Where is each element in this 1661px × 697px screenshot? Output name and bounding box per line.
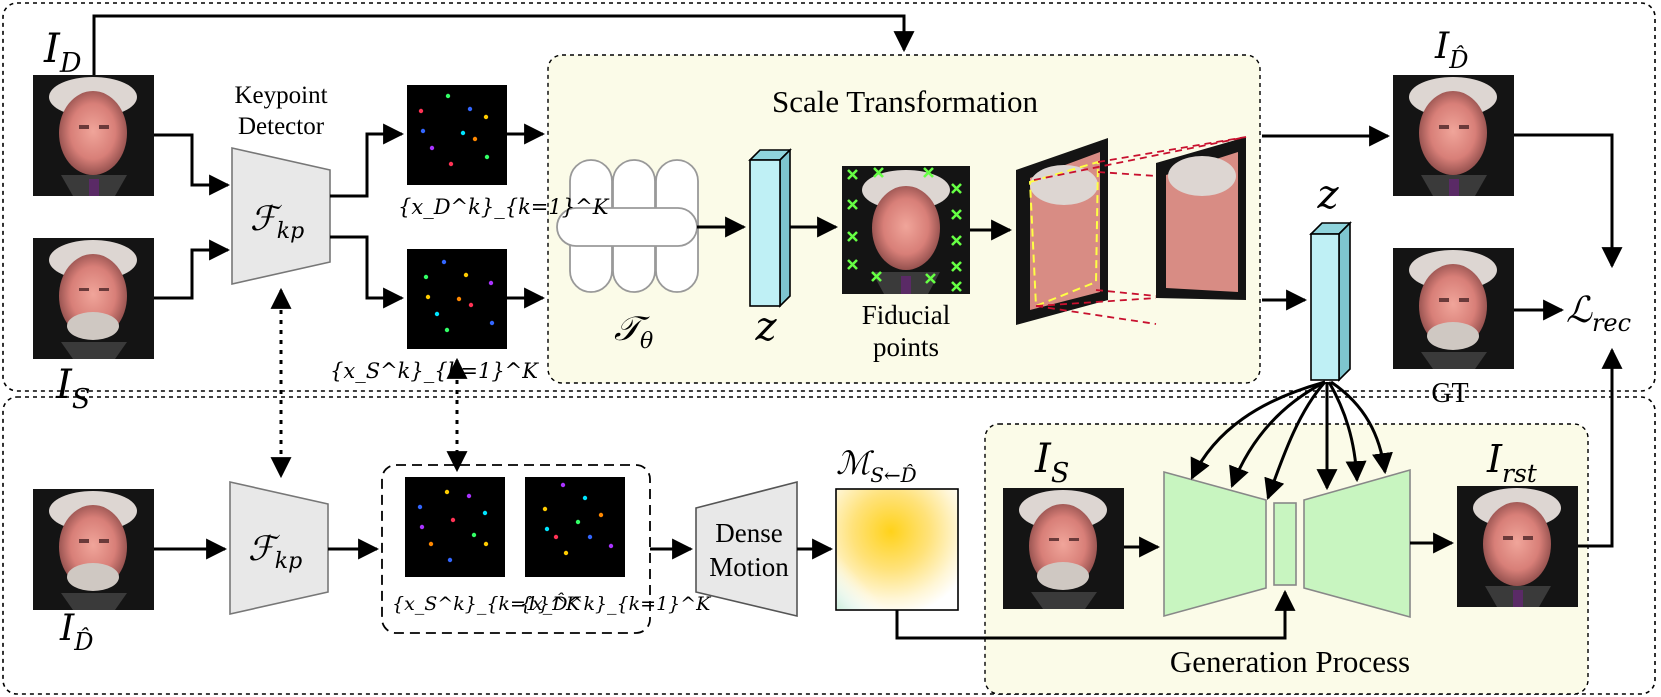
z-latent-bar-right [1309, 221, 1352, 382]
keypoint-dot [445, 93, 451, 99]
label-output-dhat: ID̂ [1434, 26, 1468, 74]
keypoint-detector-line1: Keypoint [234, 82, 327, 109]
keypoint-detector-top [231, 147, 331, 285]
fiducial-label-line2: points [873, 332, 939, 362]
face-image-output-dhat [1393, 75, 1514, 196]
keypoint-dot [463, 272, 469, 278]
fkp-label-bottom: ℱkp [248, 529, 302, 574]
keypoint-dot [456, 296, 462, 302]
keypoint-dot [483, 541, 489, 547]
keypoint-dot [484, 154, 490, 160]
label-gt: GT [1431, 378, 1468, 409]
scale-panel-title: Scale Transformation [772, 84, 1039, 119]
keypoint-dot [563, 550, 569, 556]
keypoint-dot [419, 524, 425, 530]
keypoint-map-source [407, 249, 507, 349]
keypoint-dot [544, 526, 550, 532]
generator-network [1163, 468, 1411, 619]
loss-label: ℒrec [1566, 290, 1631, 337]
label-result: Irst [1486, 437, 1538, 488]
keypoint-map-driving [407, 85, 507, 185]
fiducial-label-line1: Fiducial [862, 300, 951, 330]
bottom-section-frame [2, 396, 1656, 695]
kp-driving-set-label: {x_D^k}_{k=1}^K [398, 195, 610, 219]
keypoint-dot [425, 294, 431, 300]
dense-motion-line1: Dense [715, 518, 782, 548]
kp-source-set-label: {x_S^k}_{k=1}^K [330, 359, 539, 383]
keypoint-dot [466, 493, 472, 499]
kp-bottom-dhat-set-label: {x_D̂^k}_{k=1}^K [520, 593, 712, 615]
face-image-driving [33, 75, 154, 196]
t-theta-transform-icon [556, 159, 699, 293]
keypoint-dot [483, 114, 489, 120]
keypoint-dot [575, 519, 581, 525]
dense-motion-line2: Motion [709, 552, 789, 582]
warped-face-crop [1156, 137, 1246, 300]
keypoint-dot [489, 320, 495, 326]
keypoint-dot [467, 106, 473, 112]
keypoint-dot [553, 534, 559, 540]
keypoint-dot [444, 327, 450, 333]
keypoint-dot [423, 274, 429, 280]
keypoint-dot [441, 259, 447, 265]
z-label-right: z [1316, 172, 1339, 218]
face-image-bottom-input [33, 489, 154, 610]
keypoint-detector-line2: Detector [238, 113, 325, 140]
keypoint-dot [560, 482, 566, 488]
kp-bottom-source-set-label: {x_S^k}_{k=1}^K [392, 593, 582, 615]
keypoint-map-bottom-source [405, 477, 505, 577]
keypoint-dot [460, 130, 466, 136]
projection-lines [1033, 136, 1247, 325]
z-label-top: z [754, 304, 777, 350]
dense-motion-module [695, 480, 798, 618]
z-latent-bar-top [748, 148, 792, 308]
fiducial-points-image [842, 166, 970, 294]
label-driving: ID [43, 26, 82, 79]
keypoint-dot [582, 495, 588, 501]
fiducial-markers [847, 167, 962, 292]
dense-motion-map [835, 488, 959, 611]
keypoint-dot [482, 510, 488, 516]
keypoint-dot [450, 517, 456, 523]
warped-face-grid [1016, 138, 1108, 325]
keypoint-dot [444, 489, 450, 495]
face-image-source [33, 238, 154, 359]
label-gen-source: IS [1034, 436, 1069, 489]
keypoint-dot [598, 512, 604, 518]
keypoint-dot [488, 280, 494, 286]
fkp-label-top: ℱkp [250, 199, 304, 244]
keypoint-dot [587, 534, 593, 540]
keypoint-detector-bottom [229, 481, 329, 615]
keypoint-dot [608, 543, 614, 549]
connector-arrows [92, 14, 1623, 640]
label-source: IS [55, 362, 90, 415]
face-image-result [1457, 486, 1578, 607]
keypoint-dot [429, 145, 435, 151]
keypoint-dot [417, 504, 423, 510]
face-image-gen-source [1003, 488, 1124, 609]
keypoint-dot [472, 136, 478, 142]
keypoint-dot [447, 557, 453, 563]
shared-weight-links [270, 287, 468, 479]
keypoint-dot [418, 108, 424, 114]
keypoint-dot [420, 128, 426, 134]
face-image-gt [1393, 248, 1514, 369]
keypoint-dot [468, 302, 474, 308]
keypoint-map-bottom-dhat [525, 477, 625, 577]
keypoint-dot [448, 161, 454, 167]
keypoint-dot [434, 311, 440, 317]
top-section-frame [2, 2, 1656, 392]
keypoint-pair-frame [381, 464, 651, 634]
generation-process-title: Generation Process [1170, 644, 1410, 679]
label-bottom-input: ID̂ [59, 608, 93, 656]
keypoint-dot [428, 541, 434, 547]
motion-map-label: ℳS←D̂ [836, 444, 917, 487]
keypoint-dot [542, 506, 548, 512]
keypoint-dot [471, 532, 477, 538]
